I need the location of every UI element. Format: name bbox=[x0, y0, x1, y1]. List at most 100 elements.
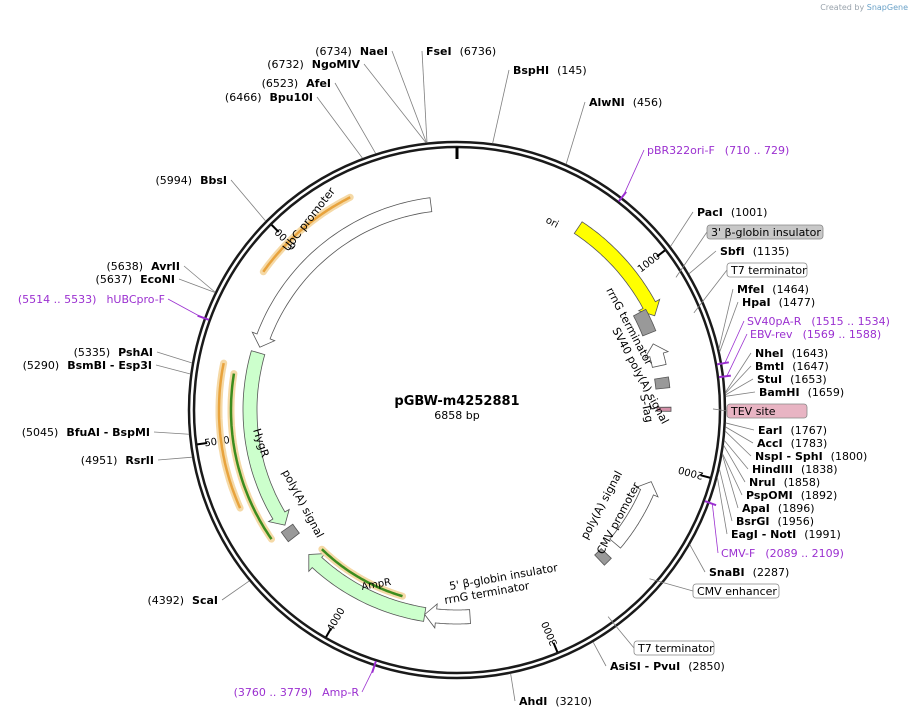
enzyme-leader-line bbox=[592, 641, 607, 667]
enzyme-label[interactable]: (5994) BbsI bbox=[156, 174, 227, 187]
enzyme-label[interactable]: (5045)BfuAI - BspMI bbox=[22, 426, 150, 439]
enzyme-position: (1659) bbox=[808, 386, 845, 399]
enzyme-label[interactable]: (6523)AfeI bbox=[262, 77, 331, 90]
enzyme-leader-line bbox=[723, 445, 746, 483]
enzyme-label[interactable]: SnaBI(2287) bbox=[709, 566, 789, 579]
orf-hygr-orange[interactable] bbox=[217, 362, 242, 509]
enzyme-position: (2287) bbox=[753, 566, 790, 579]
plasmid-name: pGBW-m4252881 bbox=[394, 394, 519, 409]
feature-tag-label: T7 terminator bbox=[730, 264, 807, 277]
primer-marker bbox=[704, 500, 717, 507]
enzyme-label[interactable]: (6466)Bpu10I bbox=[225, 91, 313, 104]
enzyme-label[interactable]: AhdI(3210) bbox=[519, 695, 592, 708]
credit-prefix: Created by bbox=[820, 3, 865, 12]
feature-s-tag[interactable] bbox=[654, 376, 671, 390]
feature-tev-site[interactable] bbox=[656, 406, 672, 412]
primer-label[interactable]: (3760 .. 3779)Amp-R bbox=[234, 686, 360, 699]
enzyme-position: (1956) bbox=[777, 515, 814, 528]
enzyme-name: HpaI bbox=[742, 296, 771, 309]
enzyme-name: BamHI bbox=[759, 386, 800, 399]
enzyme-label[interactable]: StuI(1653) bbox=[757, 373, 827, 386]
enzyme-label[interactable]: (5637)EcoNI bbox=[96, 273, 175, 286]
orf-ubc[interactable] bbox=[262, 196, 351, 273]
enzyme-label[interactable]: PspOMI(1892) bbox=[746, 489, 837, 502]
enzyme-position: (5994) bbox=[156, 174, 193, 187]
primer-range: (5514 .. 5533) bbox=[18, 293, 97, 306]
enzyme-label[interactable]: (6732)NgoMIV bbox=[267, 58, 360, 71]
enzyme-label[interactable]: EarI(1767) bbox=[758, 424, 827, 437]
enzyme-label[interactable]: BamHI (1659) bbox=[759, 386, 844, 399]
backbone-outer-ring bbox=[187, 140, 727, 680]
enzyme-label[interactable]: BmtI(1647) bbox=[755, 360, 829, 373]
feature-tag-box[interactable] bbox=[633, 640, 715, 656]
primer-range: (2089 .. 2109) bbox=[765, 547, 844, 560]
enzyme-leader-line bbox=[510, 673, 516, 702]
enzyme-label[interactable]: HpaI(1477) bbox=[742, 296, 815, 309]
feature-tag-box[interactable] bbox=[726, 403, 808, 419]
enzyme-label[interactable]: NspI - SphI(1800) bbox=[755, 450, 867, 463]
feature-ubc-promoter[interactable] bbox=[251, 197, 433, 348]
enzyme-leader-line bbox=[363, 63, 427, 144]
enzyme-leader-line bbox=[723, 440, 749, 470]
enzyme-label[interactable]: AsiSI - PvuI(2850) bbox=[610, 660, 725, 673]
enzyme-leader-line bbox=[717, 477, 728, 535]
enzyme-position: (1892) bbox=[801, 489, 838, 502]
feature-rrng-terminator-2[interactable] bbox=[424, 603, 471, 629]
enzyme-label[interactable]: NheI(1643) bbox=[755, 347, 828, 360]
feature-ampr[interactable] bbox=[308, 553, 427, 622]
feature-polya-signal-1[interactable] bbox=[594, 548, 612, 566]
enzyme-label[interactable]: BspHI(145) bbox=[513, 64, 587, 77]
enzyme-position: (4392) bbox=[147, 594, 184, 607]
orf-hygr-green[interactable] bbox=[229, 373, 273, 540]
orf-ampr[interactable] bbox=[321, 548, 403, 598]
primer-label[interactable]: (5514 .. 5533) hUBCpro-F bbox=[18, 293, 165, 306]
enzyme-label[interactable]: NruI(1858) bbox=[749, 476, 820, 489]
primer-label[interactable]: CMV-F(2089 .. 2109) bbox=[721, 547, 844, 560]
tick-mark bbox=[552, 642, 559, 653]
enzyme-label[interactable]: FseI(6736) bbox=[426, 45, 496, 58]
primer-label[interactable]: SV40pA-R(1515 .. 1534) bbox=[747, 315, 890, 328]
enzyme-position: (5637) bbox=[96, 273, 133, 286]
enzyme-label[interactable]: (5290)BsmBI - Esp3I bbox=[23, 359, 152, 372]
enzyme-label[interactable]: BsrGI(1956) bbox=[736, 515, 814, 528]
primer-range: (1515 .. 1534) bbox=[811, 315, 890, 328]
enzyme-position: (5335) bbox=[74, 346, 111, 359]
enzyme-position: (5045) bbox=[22, 426, 59, 439]
feature-tag-box[interactable] bbox=[706, 224, 824, 240]
enzyme-label[interactable]: (5335) PshAI bbox=[74, 346, 153, 359]
feature-rrng-terminator-1[interactable] bbox=[632, 308, 657, 337]
enzyme-label[interactable]: (4392)ScaI bbox=[147, 594, 218, 607]
label-ori: ori bbox=[544, 215, 561, 231]
enzyme-label[interactable]: AlwNI(456) bbox=[589, 96, 662, 109]
box-leader-line bbox=[712, 408, 728, 412]
feature-sv40-polya[interactable] bbox=[644, 343, 670, 368]
tick-label: 1000 bbox=[636, 251, 663, 275]
enzyme-name: BbsI bbox=[200, 174, 227, 187]
enzyme-name: AfeI bbox=[306, 77, 331, 90]
enzyme-name: PshAI bbox=[118, 346, 153, 359]
feature-tag-label: 3' β-globin insulator bbox=[711, 226, 821, 239]
enzyme-label[interactable]: MfeI(1464) bbox=[737, 283, 809, 296]
enzyme-label[interactable]: SbfI(1135) bbox=[720, 245, 789, 258]
enzyme-name: Bpu10I bbox=[270, 91, 314, 104]
primer-range: (1569 .. 1588) bbox=[803, 328, 882, 341]
primer-label[interactable]: pBR322ori-F(710 .. 729) bbox=[647, 144, 789, 157]
enzyme-label[interactable]: AccI(1783) bbox=[757, 437, 827, 450]
feature-polya-signal-2[interactable] bbox=[280, 523, 301, 543]
enzyme-label[interactable]: (6734)NaeI bbox=[315, 45, 388, 58]
primer-label[interactable]: EBV-rev(1569 .. 1588) bbox=[750, 328, 881, 341]
feature-tag-box[interactable] bbox=[726, 262, 808, 278]
enzyme-name: EagI - NotI bbox=[731, 528, 796, 541]
primer-marker bbox=[618, 191, 627, 202]
enzyme-label[interactable]: PacI(1001) bbox=[697, 206, 767, 219]
enzyme-leader-line bbox=[725, 422, 755, 431]
feature-hygr[interactable] bbox=[242, 350, 290, 526]
feature-cmv-promoter[interactable] bbox=[609, 481, 659, 549]
enzyme-label[interactable]: (4951)RsrII bbox=[81, 454, 154, 467]
enzyme-label[interactable]: ApaI(1896) bbox=[742, 502, 814, 515]
enzyme-label[interactable]: HindIII(1838) bbox=[752, 463, 838, 476]
enzyme-label[interactable]: (5638)AvrII bbox=[107, 260, 180, 273]
enzyme-label[interactable]: EagI - NotI(1991) bbox=[731, 528, 841, 541]
feature-tag-box[interactable] bbox=[692, 583, 780, 599]
primer-name: hUBCpro-F bbox=[106, 293, 165, 306]
